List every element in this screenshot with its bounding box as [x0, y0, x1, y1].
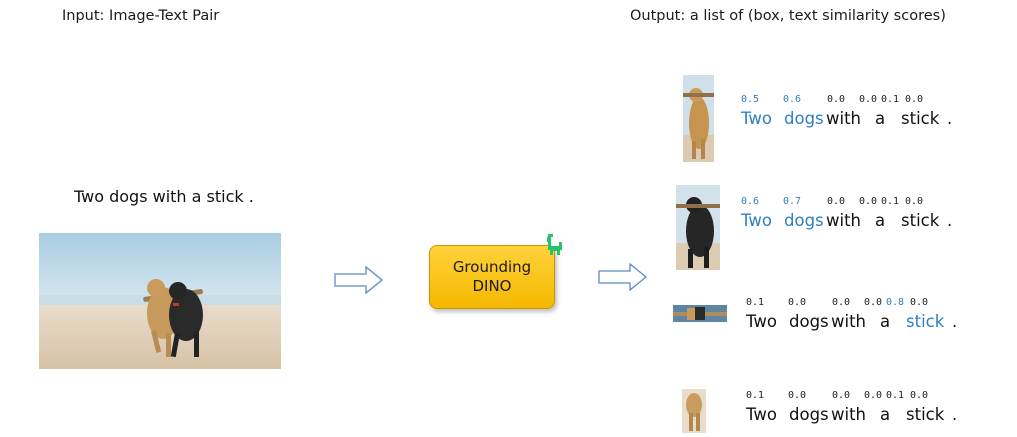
token-word: with [826, 109, 862, 128]
similarity-score: 0.0 [859, 94, 878, 105]
similarity-score: 0.0 [905, 196, 924, 207]
token-word: stick [906, 312, 945, 331]
similarity-score: 0.0 [864, 297, 883, 308]
output-crop-dog-legs [682, 389, 706, 433]
similarity-score: 0.0 [832, 297, 851, 308]
similarity-score: 0.0 [905, 94, 924, 105]
model-name-line1: Grounding [452, 257, 532, 276]
similarity-score: 0.1 [746, 390, 765, 401]
token-word: dogs [784, 211, 824, 230]
token-word: Two [741, 211, 772, 230]
similarity-score: 0.6 [741, 196, 760, 207]
similarity-score: 0.0 [910, 297, 929, 308]
output-crop-golden-dog [683, 75, 714, 162]
token-word: . [952, 405, 958, 424]
arrow-to-output [598, 263, 648, 291]
token-word: with [826, 211, 862, 230]
token-word: . [947, 211, 953, 230]
similarity-score: 0.0 [827, 196, 846, 207]
similarity-score: 0.0 [827, 94, 846, 105]
token-word: dogs [784, 109, 824, 128]
token-word: stick [901, 211, 940, 230]
input-photo [39, 233, 281, 369]
similarity-score: 0.0 [832, 390, 851, 401]
dinosaur-icon [547, 234, 562, 255]
token-word: Two [746, 312, 777, 331]
token-word: with [831, 312, 867, 331]
similarity-score: 0.1 [881, 94, 900, 105]
input-caption: Two dogs with a stick . [74, 187, 254, 206]
similarity-score: 0.0 [788, 390, 807, 401]
output-header: Output: a list of (box, text similarity … [630, 8, 946, 24]
output-crop-black-dog [676, 185, 720, 270]
token-word: . [952, 312, 958, 331]
arrow-to-model [334, 266, 384, 294]
token-word: dogs [789, 405, 829, 424]
similarity-score: 0.5 [741, 94, 760, 105]
similarity-score: 0.8 [886, 297, 905, 308]
similarity-score: 0.0 [910, 390, 929, 401]
token-word: a [880, 405, 891, 424]
output-crop-stick [673, 305, 727, 322]
similarity-score: 0.0 [859, 196, 878, 207]
token-word: a [875, 109, 886, 128]
similarity-score: 0.0 [864, 390, 883, 401]
token-word: Two [741, 109, 772, 128]
similarity-score: 0.1 [886, 390, 905, 401]
token-word: dogs [789, 312, 829, 331]
token-word: a [875, 211, 886, 230]
token-word: with [831, 405, 867, 424]
input-header: Input: Image-Text Pair [62, 8, 220, 24]
similarity-score: 0.1 [746, 297, 765, 308]
similarity-score: 0.1 [881, 196, 900, 207]
model-name-line2: DINO [472, 277, 512, 295]
token-word: . [947, 109, 953, 128]
similarity-score: 0.7 [783, 196, 802, 207]
token-word: a [880, 312, 891, 331]
grounding-dino-model: Grounding DINO [429, 245, 555, 309]
similarity-score: 0.6 [783, 94, 802, 105]
similarity-score: 0.0 [788, 297, 807, 308]
token-word: stick [906, 405, 945, 424]
token-word: Two [746, 405, 777, 424]
token-word: stick [901, 109, 940, 128]
